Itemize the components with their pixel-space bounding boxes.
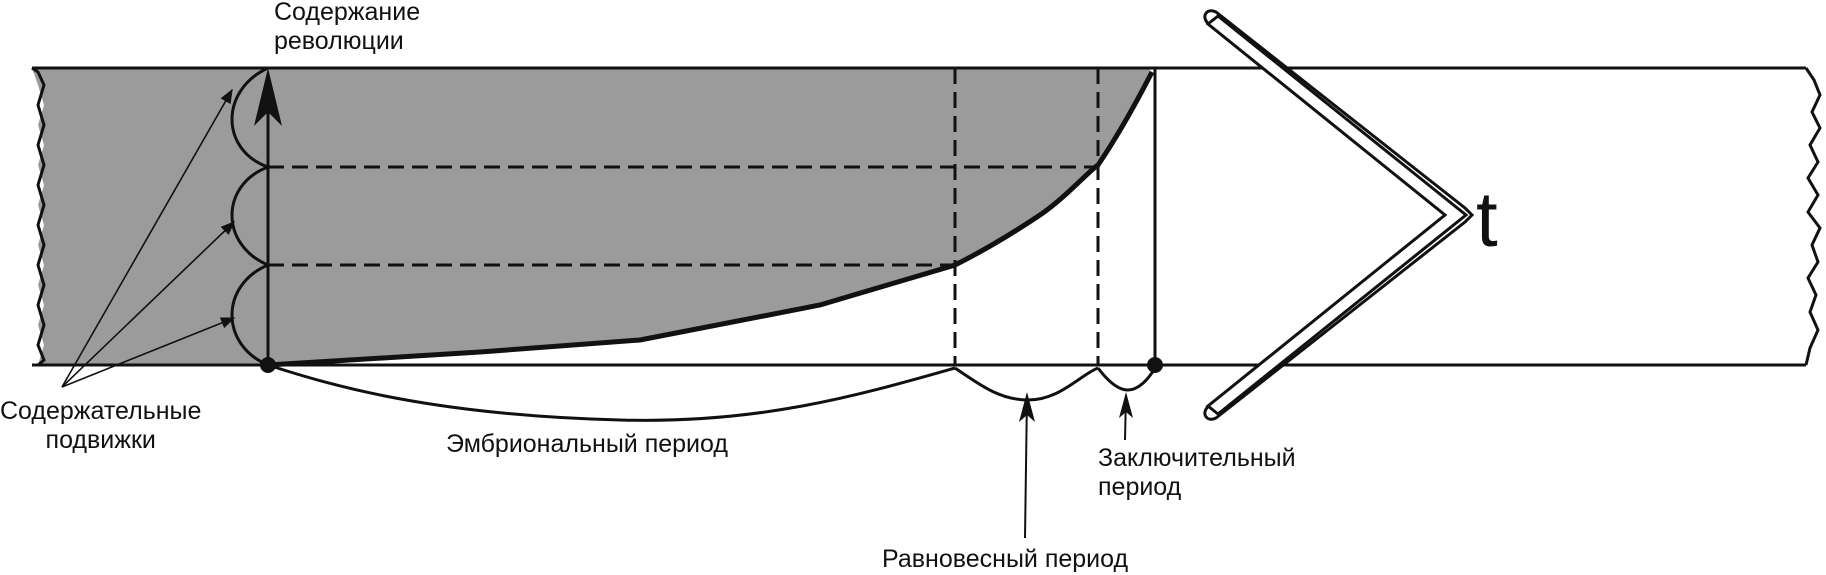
right-torn-edge bbox=[1804, 67, 1822, 366]
end-point-dot bbox=[1147, 357, 1163, 373]
equilibrium-pointer-head bbox=[1019, 392, 1035, 422]
final-period-brace bbox=[1096, 367, 1157, 392]
left-torn-edge bbox=[31, 66, 46, 367]
content-shifts-label-line2: подвижки bbox=[45, 426, 156, 454]
content-shifts-pointer-3 bbox=[61, 317, 236, 388]
y-axis-arrowhead bbox=[254, 68, 282, 126]
shaded-content-area bbox=[32, 68, 1150, 365]
y-axis-label-line2: революции bbox=[274, 27, 404, 55]
y-axis-label: Содержание революции bbox=[274, 0, 420, 56]
content-shifts-scallops bbox=[230, 66, 273, 367]
time-arrow-chevron bbox=[1203, 9, 1475, 421]
time-axis-label: t bbox=[1476, 175, 1498, 263]
content-shifts-label: Содержательные подвижки bbox=[0, 397, 201, 455]
equilibrium-period-label: Равновесный период bbox=[882, 545, 1129, 573]
embryonic-period-label: Эмбриональный период bbox=[446, 430, 728, 458]
final-period-label: Заключительный период bbox=[1098, 444, 1296, 502]
final-period-label-line1: Заключительный bbox=[1098, 444, 1296, 472]
time-arrow-chevron-outline bbox=[1205, 14, 1469, 416]
final-period-label-line2: период bbox=[1098, 473, 1182, 501]
equilibrium-pointer bbox=[1024, 394, 1028, 539]
y-axis-label-line1: Содержание bbox=[274, 0, 421, 26]
final-pointer-head bbox=[1119, 392, 1133, 418]
content-shifts-label-line1: Содержательные bbox=[0, 397, 202, 425]
content-shifts-pointer-2 bbox=[61, 221, 236, 388]
revolution-curve bbox=[267, 70, 1155, 368]
embryonic-period-brace bbox=[267, 363, 956, 422]
content-shifts-pointer-1 bbox=[61, 88, 233, 388]
